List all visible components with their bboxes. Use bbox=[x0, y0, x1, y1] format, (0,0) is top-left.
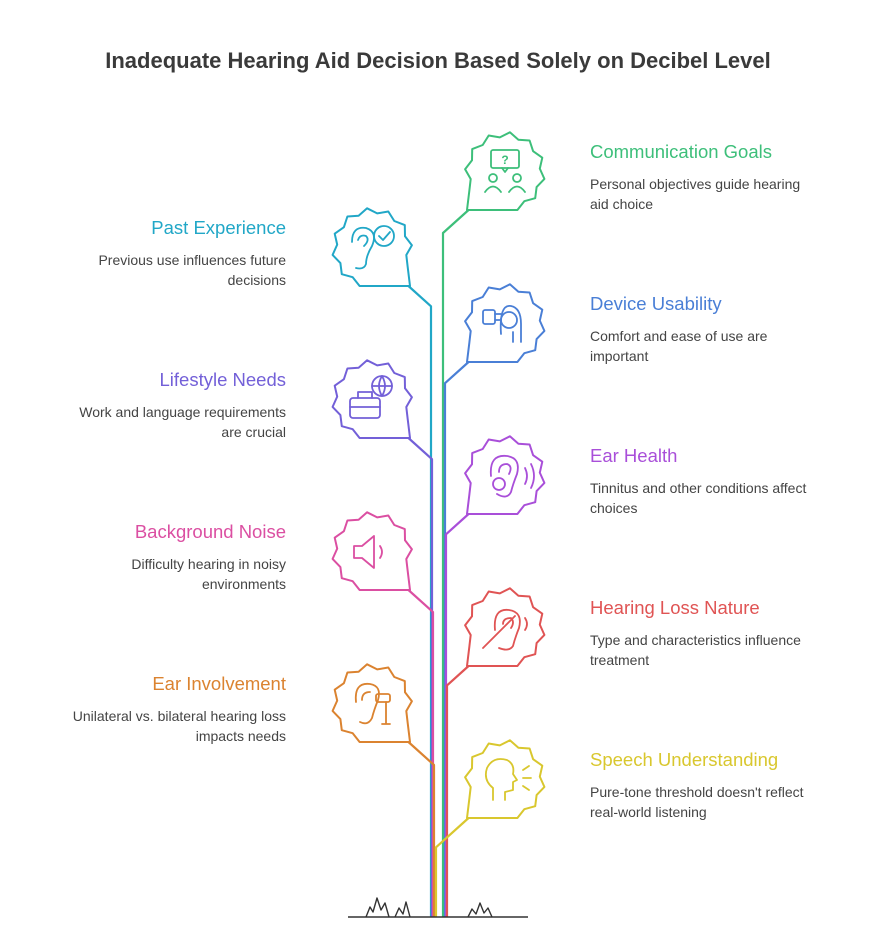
item-description: Tinnitus and other conditions affect cho… bbox=[590, 480, 807, 516]
svg-text:?: ? bbox=[501, 153, 508, 167]
question-chat-people-icon: ? bbox=[484, 149, 526, 193]
leaf-outline bbox=[331, 359, 413, 439]
stem-3 bbox=[443, 356, 475, 918]
speaker-icon bbox=[353, 535, 383, 569]
leaf-outline bbox=[331, 511, 413, 591]
item-description: Type and characteristics influence treat… bbox=[590, 632, 801, 668]
item-description: Unilateral vs. bilateral hearing loss im… bbox=[72, 708, 286, 744]
leaf-outline bbox=[331, 663, 413, 743]
stem-gap bbox=[445, 358, 473, 916]
leaf-outline bbox=[464, 435, 546, 515]
item-description: Personal objectives guide hearing aid ch… bbox=[590, 176, 801, 212]
item-title: Hearing Loss Nature bbox=[590, 597, 760, 618]
item-title: Lifestyle Needs bbox=[159, 369, 286, 390]
item-description: Work and language requirements are cruci… bbox=[79, 404, 286, 440]
leaf-4 bbox=[331, 359, 413, 439]
stem-gap bbox=[447, 662, 473, 916]
item-description: Pure-tone threshold doesn't reflect real… bbox=[590, 784, 804, 820]
ear-check-icon bbox=[351, 225, 395, 270]
item-description: Previous use influences future decisions bbox=[98, 252, 286, 288]
stem-gap bbox=[404, 738, 434, 916]
briefcase-globe-icon bbox=[349, 375, 393, 419]
stem-7 bbox=[445, 660, 475, 918]
item-title: Background Noise bbox=[134, 521, 286, 542]
leaf-2 bbox=[331, 207, 413, 287]
item-title: Speech Understanding bbox=[590, 749, 779, 770]
leaf-9 bbox=[464, 739, 546, 819]
item-title: Ear Involvement bbox=[152, 673, 286, 694]
ear-otoscope-icon bbox=[354, 682, 391, 725]
ear-off-icon bbox=[482, 608, 528, 651]
item-title: Past Experience bbox=[151, 217, 286, 238]
stem-1 bbox=[441, 204, 475, 918]
ground-grass bbox=[348, 897, 528, 918]
item-title: Ear Health bbox=[590, 445, 678, 466]
leaf-3 bbox=[464, 283, 546, 363]
leaf-outline bbox=[464, 739, 546, 819]
stem-5 bbox=[444, 508, 475, 918]
leaf-7 bbox=[464, 587, 546, 667]
stem-9 bbox=[434, 812, 475, 918]
item-title: Device Usability bbox=[590, 293, 722, 314]
item-description: Difficulty hearing in noisy environments bbox=[131, 556, 286, 592]
leaf-8 bbox=[331, 663, 413, 743]
leaf-5 bbox=[464, 435, 546, 515]
head-speaking-icon bbox=[484, 758, 532, 801]
stem-4 bbox=[402, 432, 434, 918]
stem-8 bbox=[402, 736, 436, 918]
leaf-outline bbox=[464, 283, 546, 363]
stem-gap bbox=[446, 510, 473, 916]
item-description: Comfort and ease of use are important bbox=[590, 328, 768, 364]
leaf-1: ? bbox=[464, 131, 546, 211]
leaf-6 bbox=[331, 511, 413, 591]
ear-sound-icon bbox=[489, 454, 535, 498]
item-title: Communication Goals bbox=[590, 141, 772, 162]
stem-gap bbox=[404, 434, 432, 916]
page-title: Inadequate Hearing Aid Decision Based So… bbox=[105, 48, 771, 73]
hand-device-icon bbox=[482, 305, 522, 343]
